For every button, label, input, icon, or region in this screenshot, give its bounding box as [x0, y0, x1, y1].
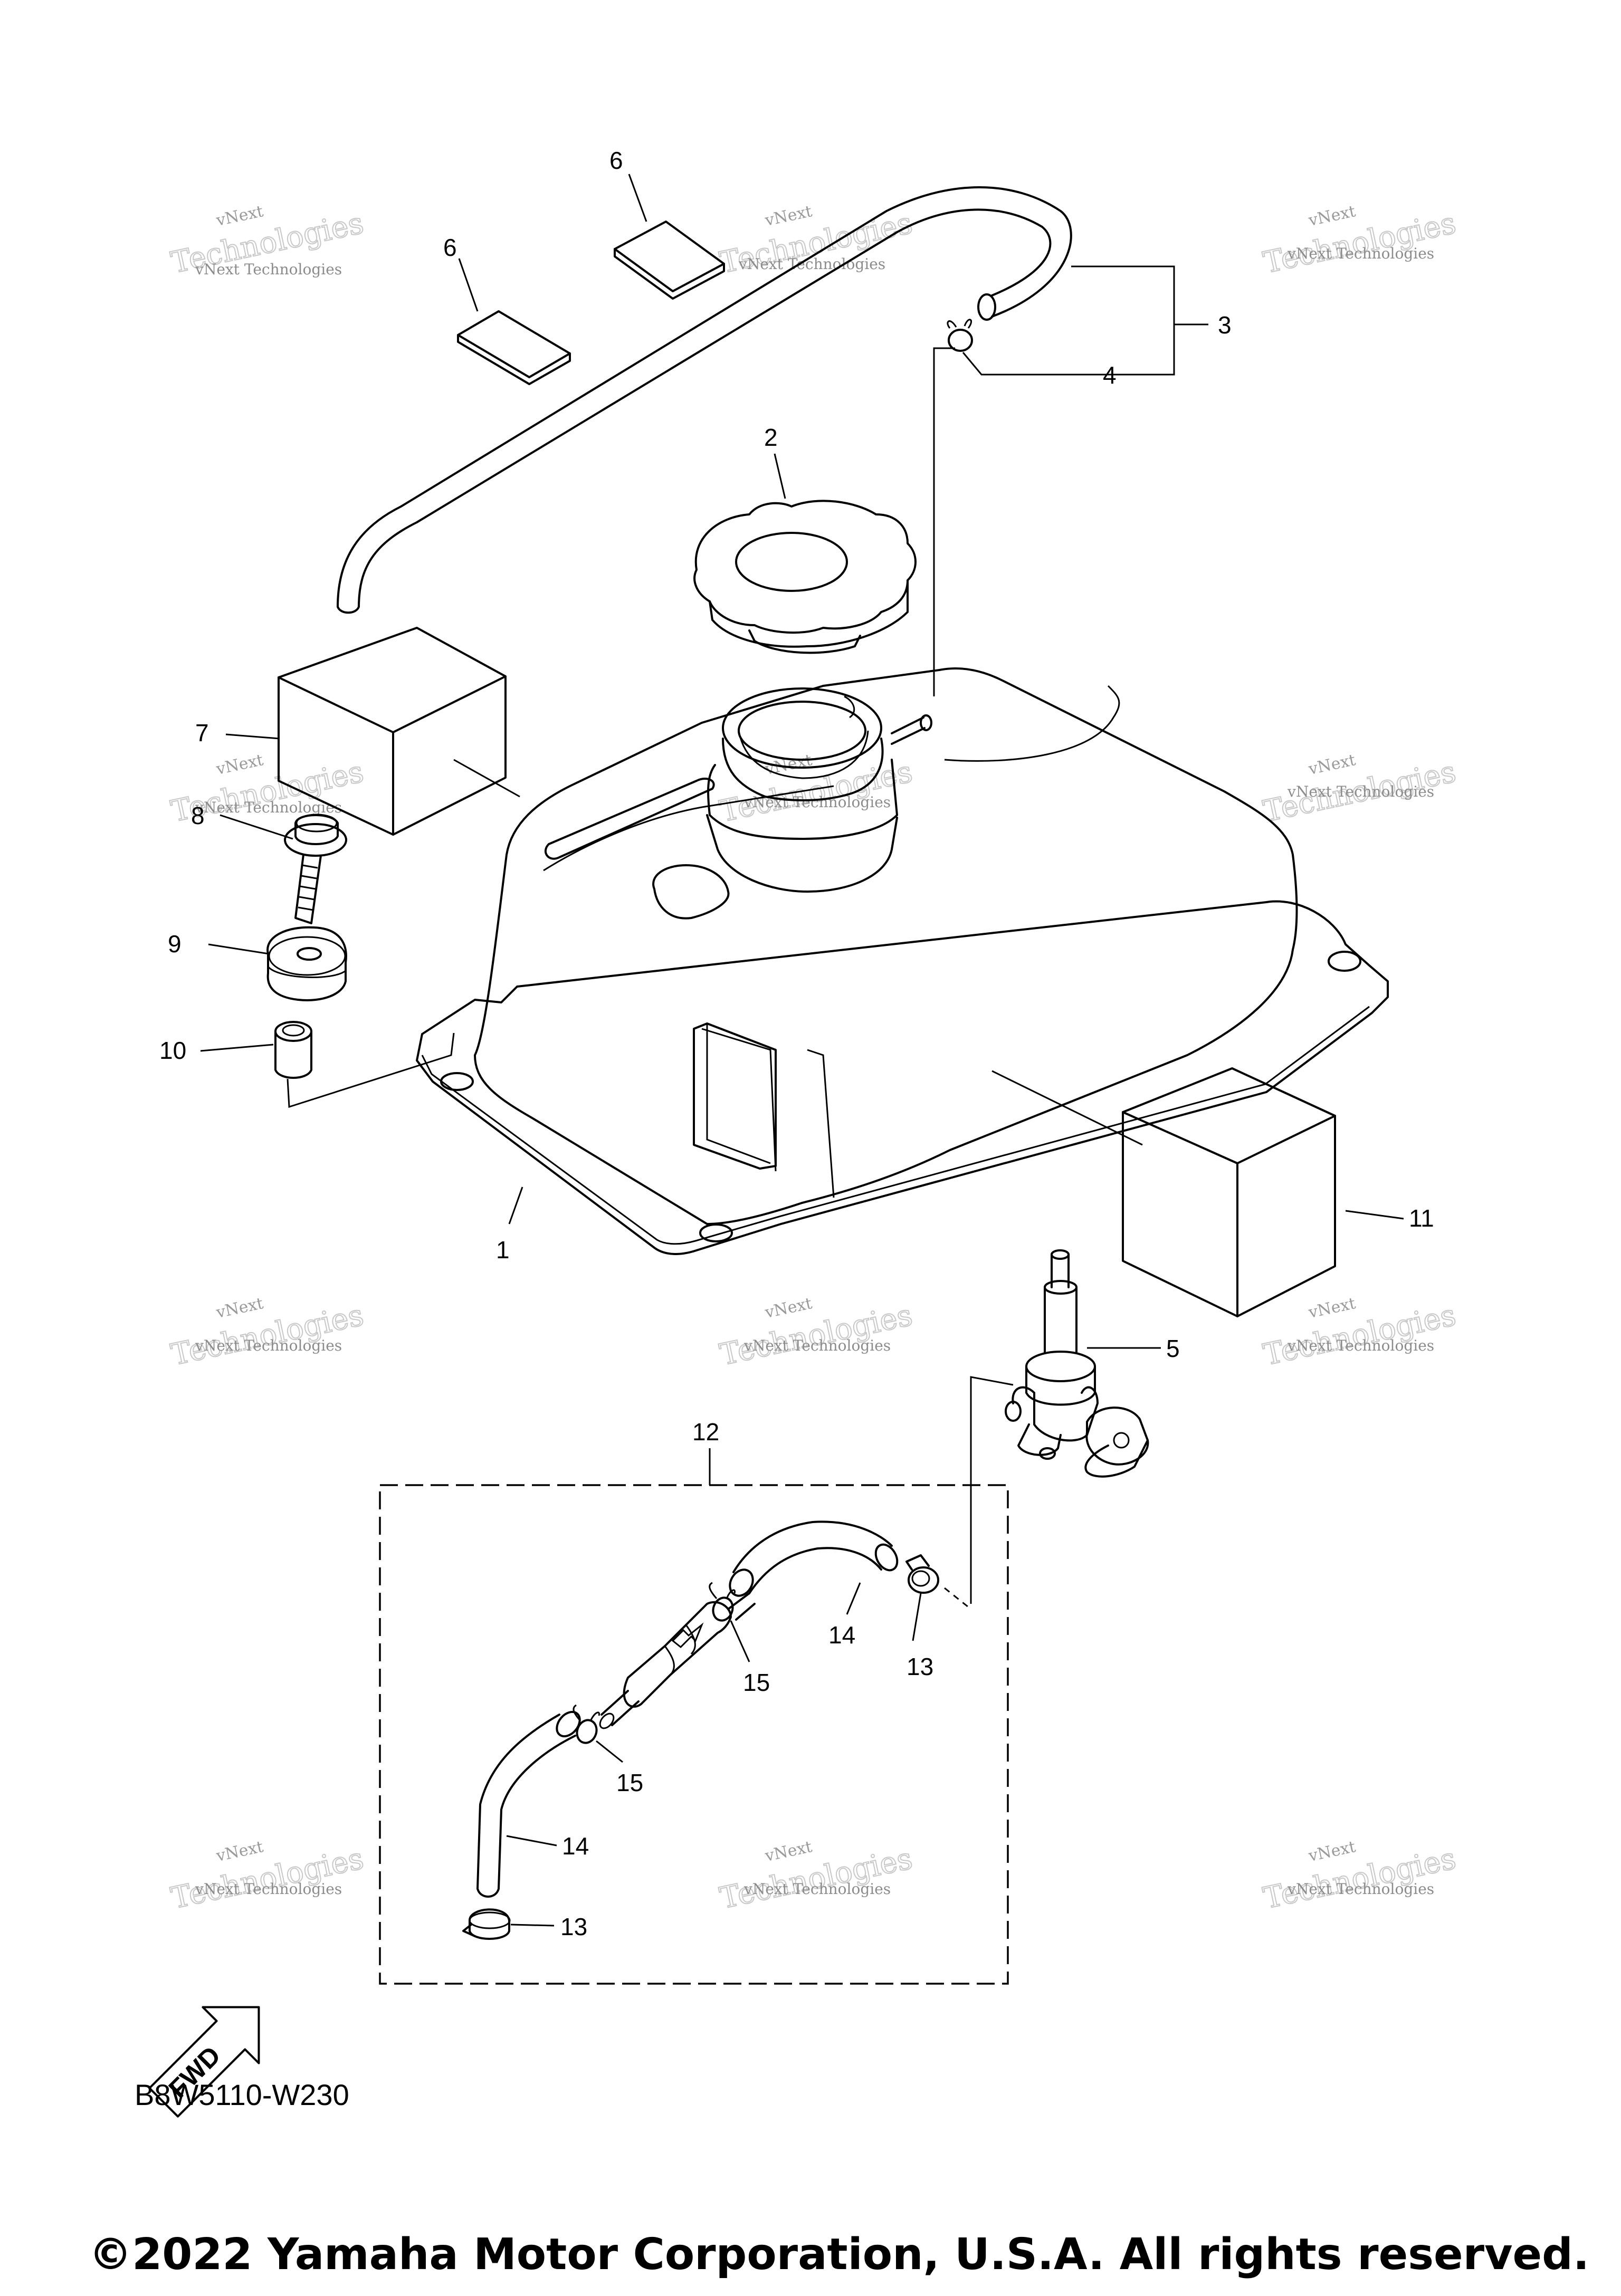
callout-10: 9: [168, 930, 182, 958]
callout-12: 12: [692, 1418, 719, 1446]
watermark-line2: Technologies: [717, 1841, 916, 1916]
watermark-line1: vNext: [214, 202, 265, 230]
callout-9: 8: [191, 802, 205, 829]
watermark: vNext Technologies: [717, 751, 916, 829]
callout-7: 11: [1409, 1204, 1434, 1232]
watermark-line2: Technologies: [1261, 206, 1459, 280]
grommet: [266, 926, 347, 1001]
callout-13-upper: 13: [907, 1653, 933, 1680]
watermark: vNext Technologies: [168, 1294, 367, 1373]
watermark: vNext Technologies: [1260, 1838, 1460, 1916]
watermark-line1: vNext: [214, 751, 265, 779]
callout-13-lower: 13: [560, 1913, 587, 1940]
fuel-hose: [476, 1710, 581, 1898]
fuel-tank: [416, 667, 1389, 1255]
fuel-hose: [729, 1520, 899, 1597]
bolt: [284, 814, 347, 924]
hose-clip: [709, 1582, 736, 1622]
callout-11: 10: [159, 1037, 186, 1064]
watermark: vNext Technologies: [168, 1838, 367, 1916]
collar: [274, 1021, 312, 1079]
watermark-sub: vNext Technologies: [195, 799, 342, 816]
watermark-line2: Technologies: [717, 1298, 916, 1372]
callout-2: 2: [764, 424, 778, 451]
watermark: vNext Technologies: [1260, 202, 1460, 281]
callout-8: 7: [195, 719, 209, 747]
callout-6-upper: 6: [609, 147, 623, 174]
watermark-line1: vNext: [763, 1838, 814, 1866]
watermark-line1: vNext: [763, 202, 814, 230]
watermark-line1: vNext: [1307, 751, 1357, 779]
hose-clip: [947, 319, 973, 352]
callout-bracket-3: [962, 265, 1175, 376]
copyright-notice: ©2022 Yamaha Motor Corporation, U.S.A. A…: [89, 2230, 1589, 2280]
watermark-sub: vNext Technologies: [743, 1337, 891, 1354]
watermark-line2: Technologies: [168, 1841, 367, 1916]
watermark-sub: vNext Technologies: [1287, 245, 1434, 262]
watermark-line1: vNext: [763, 1294, 814, 1322]
callout-6-lower: 6: [443, 234, 457, 261]
watermark-line1: vNext: [1307, 202, 1357, 230]
damper-block: [1122, 1067, 1336, 1317]
watermark-sub: vNext Technologies: [195, 261, 342, 278]
callout-5: 5: [1166, 1335, 1180, 1362]
watermark: vNext Technologies: [1260, 751, 1460, 829]
fuel-filter: [599, 1592, 756, 1729]
watermark-group: vNext Technologies vNext Technologies vN…: [168, 202, 1460, 1916]
fuel-cap: [693, 500, 917, 654]
watermark-line1: vNext: [1307, 1294, 1357, 1322]
watermark: vNext Technologies: [1260, 1294, 1460, 1373]
watermark-sub: vNext Technologies: [738, 255, 885, 273]
kit-boundary: [379, 1484, 1009, 1985]
callout-14-upper: 14: [828, 1621, 855, 1649]
watermark: vNext Technologies: [717, 1294, 916, 1373]
watermark-sub: vNext Technologies: [743, 1880, 891, 1898]
watermark-line2: Technologies: [168, 1298, 367, 1372]
watermark-sub: vNext Technologies: [1287, 783, 1434, 800]
damper-pad: [457, 310, 571, 385]
watermark-line1: vNext: [1307, 1838, 1357, 1866]
watermark-line1: vNext: [214, 1294, 265, 1322]
watermark: vNext Technologies: [717, 1838, 916, 1916]
watermark-line1: vNext: [214, 1838, 265, 1866]
watermark-line2: Technologies: [717, 754, 916, 829]
watermark-line2: Technologies: [1261, 1841, 1459, 1916]
breather-hose: [337, 186, 1072, 614]
callout-3: 3: [1218, 311, 1232, 339]
watermark-sub: vNext Technologies: [1287, 1337, 1434, 1354]
watermark-sub: vNext Technologies: [195, 1880, 342, 1898]
callout-4: 4: [1103, 361, 1117, 389]
damper-pad: [614, 221, 725, 300]
watermark-sub: vNext Technologies: [195, 1337, 342, 1354]
callout-14-lower: 14: [562, 1832, 589, 1860]
watermark-sub: vNext Technologies: [1287, 1880, 1434, 1898]
callout-1: 1: [496, 1236, 510, 1264]
fuel-cock: [1005, 1249, 1149, 1478]
hose-clamp: [905, 1554, 939, 1594]
drawing-code: B8W5110-W230: [135, 2078, 349, 2111]
callout-15-lower: 15: [616, 1769, 643, 1796]
hose-clamp: [462, 1908, 511, 1940]
damper-block: [278, 627, 507, 836]
watermark-line2: Technologies: [1261, 1298, 1459, 1372]
callout-15-upper: 15: [743, 1669, 770, 1696]
